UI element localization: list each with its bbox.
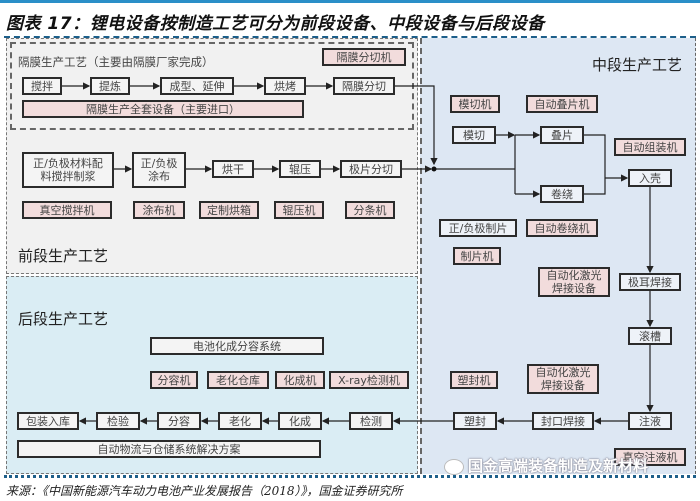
equipment-aging-warehouse: 老化仓库 (207, 371, 269, 389)
step-testing: 检测 (349, 412, 393, 430)
source-note: 来源：《中国新能源汽车动力电池产业发展报告（2018）》，国金证券研究所 (6, 484, 403, 498)
equipment-auto-winder: 自动卷绕机 (526, 219, 598, 237)
separator-full-equipment: 隔膜生产全套设备（主要进口） (22, 100, 304, 118)
equipment-custom-oven: 定制烘箱 (199, 201, 259, 219)
step-inspection: 检验 (96, 412, 140, 430)
step-die-cut: 模切 (452, 126, 496, 144)
back-stage-label: 后段生产工艺 (18, 310, 109, 328)
equipment-sheet-maker: 制片机 (453, 247, 501, 265)
step-casing: 入壳 (628, 169, 672, 187)
equipment-formation-machine: 化成机 (275, 371, 325, 389)
step-separator-slitting: 隔膜分切 (333, 77, 395, 95)
step-bake: 烘烤 (264, 77, 306, 95)
frame-top-border (4, 36, 696, 38)
step-coating: 正/负极涂布 (132, 152, 186, 188)
equipment-auto-stacker: 自动叠片机 (526, 95, 598, 113)
frame-bottom-border (4, 475, 696, 478)
middle-stage-label: 中段生产工艺 (592, 56, 683, 74)
step-packing-storage: 包装入库 (17, 412, 79, 430)
separator-label: 隔膜生产工艺（主要由隔膜厂家完成） (18, 55, 214, 69)
step-electrode-slitting: 极片分切 (340, 160, 402, 178)
equipment-roller-press: 辊压机 (274, 201, 324, 219)
equipment-die-cutter: 模切机 (450, 95, 500, 113)
figure-title: 图表 17：锂电设备按制造工艺可分为前段设备、中段设备与后段设备 (6, 14, 545, 34)
step-grooving: 滚槽 (628, 327, 672, 345)
step-electrode-sheet: 正/负极制片 (439, 219, 517, 237)
step-drying: 烘干 (212, 160, 254, 178)
equipment-vacuum-injector: 真空注液机 (614, 448, 686, 466)
watermark-text: 国金高端装备制造及新材料 (468, 457, 649, 475)
step-slurry-mixing: 正/负极材料配料搅拌制浆 (22, 152, 114, 188)
step-seal-welding: 封口焊接 (532, 412, 594, 430)
step-stacking: 叠片 (540, 126, 584, 144)
formation-capacity-system: 电池化成分容系统 (150, 337, 324, 355)
equipment-laser-welder-1: 自动化激光焊接设备 (538, 267, 610, 297)
equipment-vacuum-mixer: 真空搅拌机 (22, 201, 112, 219)
equipment-laser-welder-2: 自动化激光焊接设备 (527, 364, 599, 394)
step-stir: 搅拌 (22, 77, 62, 95)
watermark: 国金高端装备制造及新材料 (444, 455, 648, 476)
step-tab-welding: 极耳焊接 (619, 273, 681, 291)
step-refine: 提炼 (90, 77, 130, 95)
title-bar: 图表 17：锂电设备按制造工艺可分为前段设备、中段设备与后段设备 (0, 0, 700, 36)
step-formation: 化成 (278, 412, 322, 430)
equipment-auto-assembler: 自动组装机 (614, 138, 686, 156)
equipment-xray-inspector: X-ray检测机 (329, 371, 409, 389)
equipment-capacity-grader: 分容机 (150, 371, 198, 389)
equipment-slitter: 分条机 (345, 201, 395, 219)
front-stage-label: 前段生产工艺 (18, 247, 109, 265)
step-forming-stretching: 成型、延伸 (160, 77, 234, 95)
wechat-icon (444, 458, 464, 475)
logistics-solution: 自动物流与仓储系统解决方案 (17, 440, 321, 458)
step-rolling: 辊压 (279, 160, 321, 178)
step-winding: 卷绕 (540, 185, 584, 203)
step-plastic-sealing: 塑封 (453, 412, 497, 430)
equipment-coater: 涂布机 (133, 201, 185, 219)
separator-slitter-equipment: 隔膜分切机 (322, 48, 406, 66)
step-electrolyte-injection: 注液 (628, 412, 672, 430)
step-capacity-grading: 分容 (157, 412, 201, 430)
step-aging: 老化 (218, 412, 262, 430)
equipment-plastic-sealer: 塑封机 (450, 371, 498, 389)
